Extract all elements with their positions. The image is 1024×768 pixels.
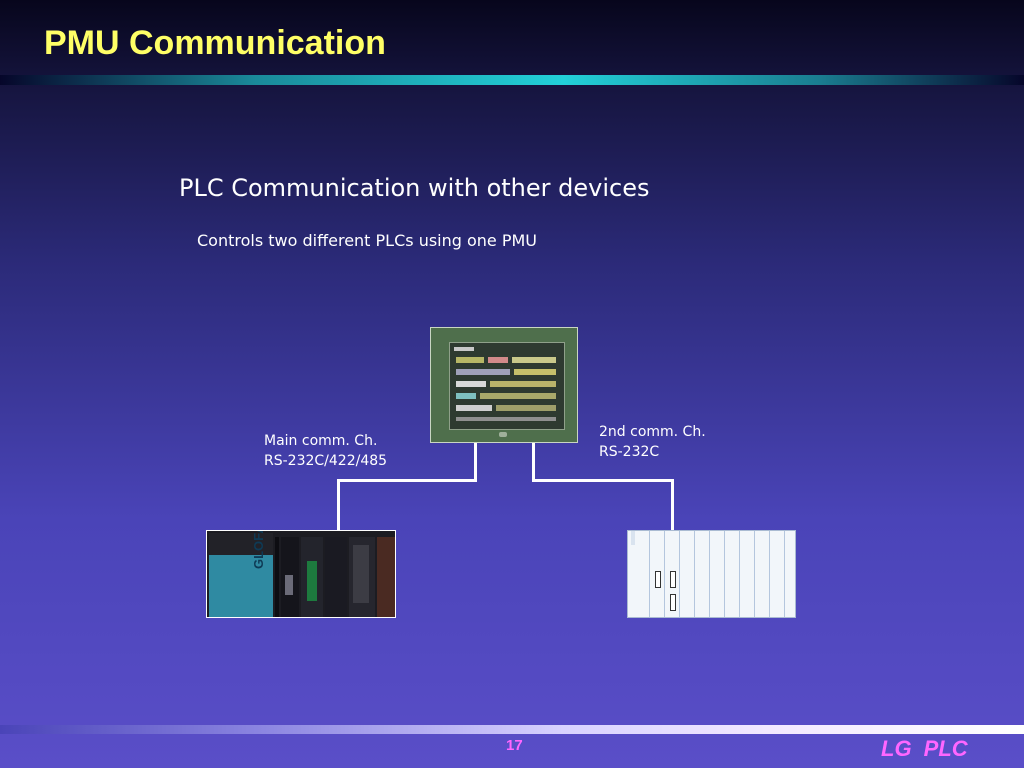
slide-title: PMU Communication: [44, 24, 386, 62]
brand-label: LG PLC: [881, 736, 968, 761]
page-number: 17: [506, 737, 523, 754]
main-channel-label: Main comm. Ch. RS-232C/422/485: [264, 431, 387, 471]
slide-heading: PLC Communication with other devices: [179, 174, 650, 202]
second-cable-vertical-1: [532, 443, 535, 481]
glofa-logo: GLOFA: [251, 530, 266, 569]
title-divider: [0, 75, 1024, 85]
pmu-indicator: [499, 432, 507, 437]
pmu-screen: [449, 342, 565, 430]
pmu-touch-panel-image: [430, 327, 578, 443]
main-channel-protocol: RS-232C/422/485: [264, 453, 388, 469]
footer-divider: [0, 725, 1024, 734]
rs232-port: [655, 571, 661, 588]
main-channel-name: Main comm. Ch.: [264, 433, 378, 449]
slide-subheading: Controls two different PLCs using one PM…: [197, 231, 538, 250]
main-cable-vertical-1: [474, 443, 477, 481]
rack-plc-image: [627, 530, 796, 618]
second-cable-vertical-2: [671, 479, 674, 531]
second-cable-horizontal: [532, 479, 674, 482]
main-cable-horizontal: [337, 479, 477, 482]
glofa-plc-image: GLOFA: [206, 530, 396, 618]
second-channel-name: 2nd comm. Ch.: [599, 424, 706, 440]
main-cable-vertical-2: [337, 479, 340, 531]
second-channel-label: 2nd comm. Ch. RS-232C: [599, 422, 706, 462]
second-channel-protocol: RS-232C: [599, 444, 660, 460]
